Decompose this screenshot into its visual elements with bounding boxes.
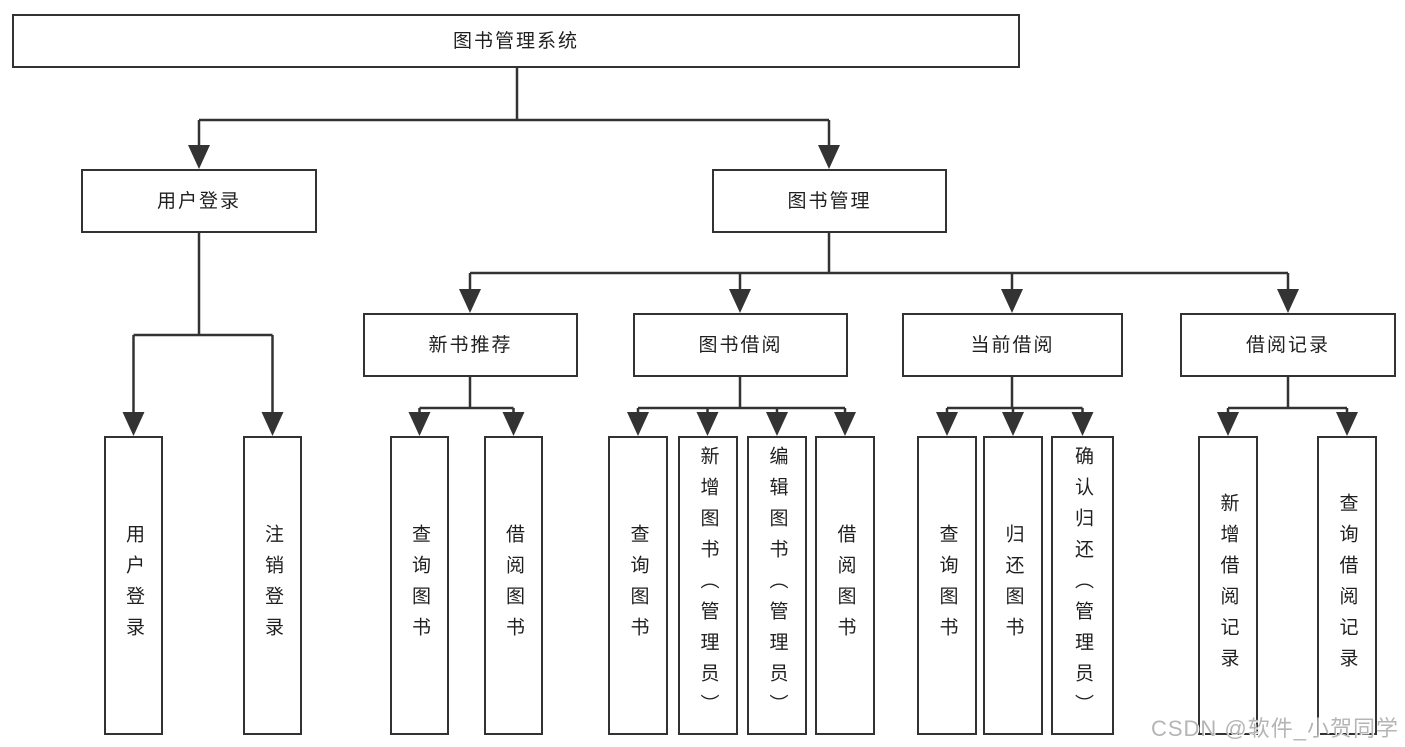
leaf-borrow-book: 借阅图书 <box>815 436 875 735</box>
leaf-edit-book-admin: 编辑图书（管理员） <box>747 436 807 735</box>
node-book-borrow: 图书借阅 <box>633 313 848 377</box>
node-label: 图书管理系统 <box>452 30 579 52</box>
node-label: 新书推荐 <box>428 334 513 356</box>
node-label: 借阅图书 <box>503 523 524 648</box>
node-label: 借阅记录 <box>1245 334 1330 356</box>
leaf-logout: 注销登录 <box>243 436 302 735</box>
node-label: 用户登录 <box>156 190 241 212</box>
leaf-confirm-return-admin: 确认归还（管理员） <box>1051 436 1114 735</box>
leaf-query-book-current: 查询图书 <box>917 436 977 735</box>
leaf-query-book-borrow: 查询图书 <box>608 436 668 735</box>
leaf-add-borrow-record: 新增借阅记录 <box>1198 436 1258 735</box>
node-label: 查询借阅记录 <box>1336 492 1358 679</box>
leaf-return-book: 归还图书 <box>983 436 1043 735</box>
node-label: 图书管理 <box>787 190 872 212</box>
leaf-query-borrow-record: 查询借阅记录 <box>1317 436 1377 735</box>
leaf-add-book-admin: 新增图书（管理员） <box>678 436 738 735</box>
leaf-query-book-recommend: 查询图书 <box>390 436 449 735</box>
node-label: 借阅图书 <box>834 523 856 648</box>
leaf-borrow-book-recommend: 借阅图书 <box>484 436 543 735</box>
arrowheads <box>122 145 1358 436</box>
node-label: 注销登录 <box>262 523 283 648</box>
node-label: 图书借阅 <box>698 334 783 356</box>
node-label: 新增图书（管理员） <box>697 446 719 725</box>
node-label: 查询图书 <box>627 523 649 648</box>
node-label: 确认归还（管理员） <box>1072 446 1093 725</box>
node-library-management-system: 图书管理系统 <box>12 14 1020 68</box>
node-label: 新增借阅记录 <box>1217 492 1239 679</box>
node-book-management-branch: 图书管理 <box>712 169 947 233</box>
node-new-book-recommend: 新书推荐 <box>363 313 578 377</box>
node-label: 编辑图书（管理员） <box>766 446 788 725</box>
node-label: 查询图书 <box>409 523 430 648</box>
leaf-user-login: 用户登录 <box>104 436 163 735</box>
node-user-login-branch: 用户登录 <box>81 169 317 233</box>
node-label: 用户登录 <box>123 523 144 648</box>
node-label: 当前借阅 <box>970 334 1055 356</box>
node-current-borrow: 当前借阅 <box>902 313 1123 377</box>
node-label: 归还图书 <box>1002 523 1024 648</box>
node-borrow-records: 借阅记录 <box>1180 313 1396 377</box>
tree-edges <box>132 68 1349 416</box>
csdn-watermark: CSDN @软件_小贺同学 <box>1150 716 1399 741</box>
node-label: 查询图书 <box>936 523 958 648</box>
